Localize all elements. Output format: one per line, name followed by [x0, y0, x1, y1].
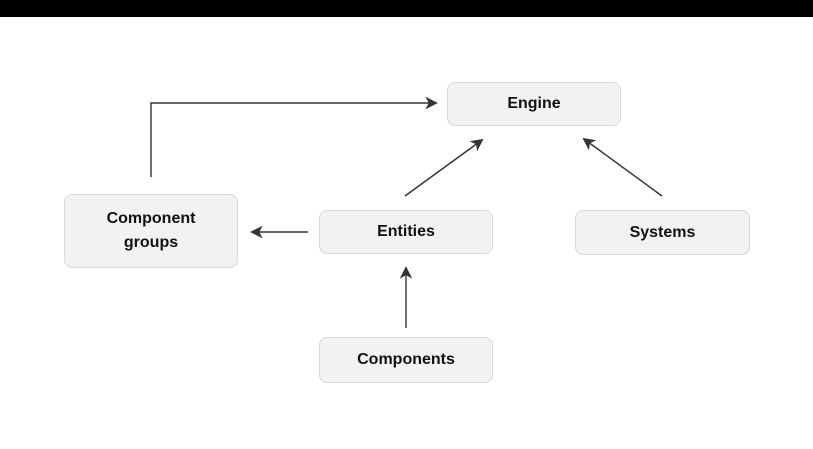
node-systems: Systems [575, 210, 750, 255]
node-engine-label: Engine [507, 95, 561, 112]
top-black-bar [0, 0, 813, 17]
arrow-component-groups-to-engine [150, 96, 438, 177]
node-components: Components [319, 337, 493, 383]
node-components-label: Components [357, 351, 455, 368]
node-entities-label: Entities [377, 223, 435, 240]
node-component-groups: Component groups [64, 194, 238, 268]
arrow-systems-to-engine [582, 137, 663, 197]
node-systems-label: Systems [629, 223, 696, 241]
node-engine: Engine [447, 82, 621, 126]
node-entities: Entities [319, 210, 493, 254]
arrow-entities-to-engine [404, 138, 484, 197]
node-component-groups-label: Component groups [106, 210, 196, 251]
